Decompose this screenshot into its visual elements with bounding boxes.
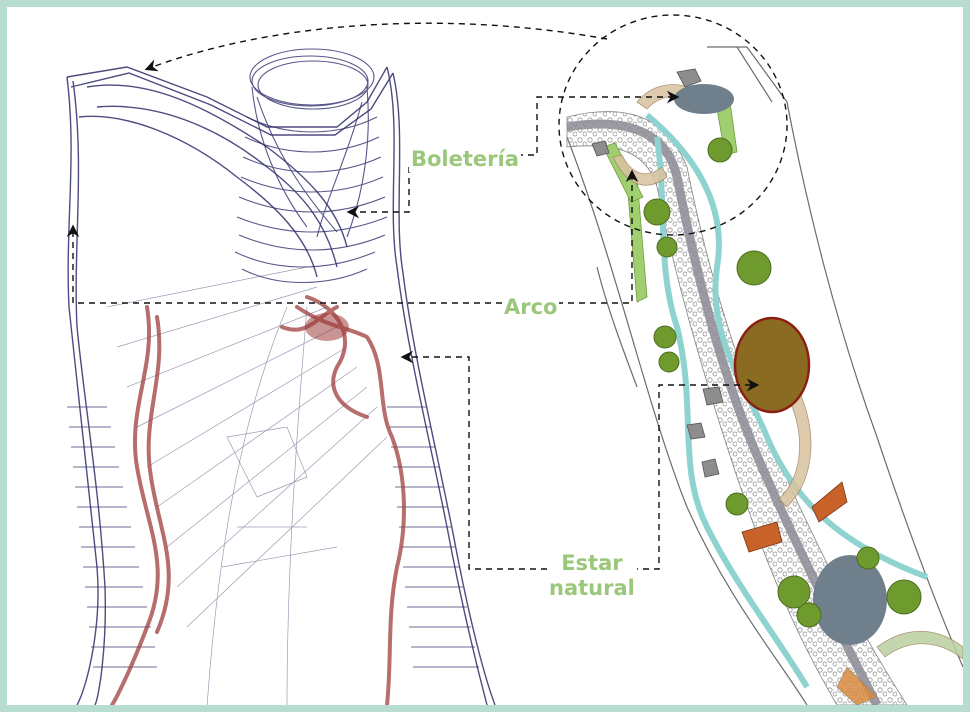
label-arco: Arco xyxy=(502,295,559,320)
label-boleteria: Boletería xyxy=(409,147,521,172)
diagram-artwork xyxy=(7,7,963,705)
arch-oval xyxy=(735,318,809,412)
rest-area-oval xyxy=(813,555,887,645)
label-estar-natural: Estar natural xyxy=(547,551,637,601)
label-estar-line1: Estar xyxy=(561,551,622,575)
site-plan xyxy=(567,47,963,705)
label-estar-line2: natural xyxy=(549,576,635,600)
ticket-booth-oval xyxy=(674,84,734,114)
